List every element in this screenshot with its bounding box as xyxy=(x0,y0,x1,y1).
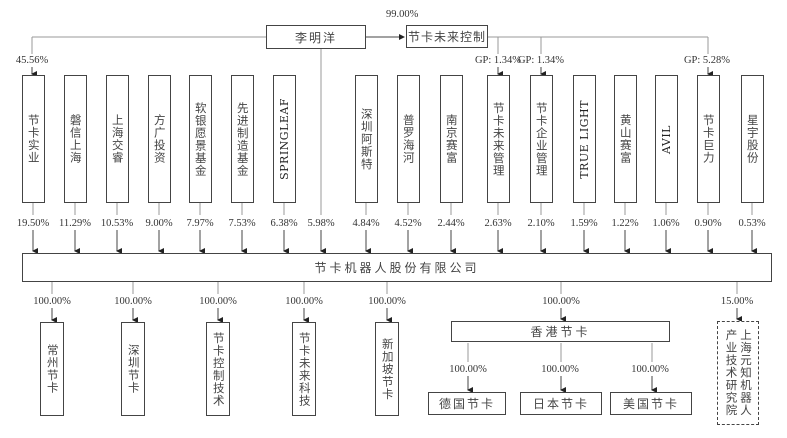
controller-entity-box: 节卡未来控制 xyxy=(406,25,488,48)
subsidiary-share: 100.00% xyxy=(199,296,237,307)
investee-box: 上海元知机器人 产业技术研究院 xyxy=(717,321,759,425)
hk-subsidiary-share: 100.00% xyxy=(631,364,669,375)
hk-subsidiary-child-name: 美国节卡 xyxy=(622,397,679,411)
shareholder-box: 方广投资 xyxy=(147,75,171,203)
shareholding-pct: 6.38% xyxy=(270,218,298,229)
shareholder-box: 磐信上海 xyxy=(63,75,87,203)
hk-subsidiary-child-box: 德国节卡 xyxy=(428,392,506,415)
shareholder-name: 节卡实业 xyxy=(26,114,41,164)
subsidiary-share: 100.00% xyxy=(285,296,323,307)
shareholding-pct: 4.52% xyxy=(394,218,422,229)
shareholding-pct: 2.10% xyxy=(527,218,555,229)
shareholder-name: 磐信上海 xyxy=(68,114,83,164)
subsidiary-share: 100.00% xyxy=(33,296,71,307)
hk-subsidiary-child-name: 德国节卡 xyxy=(438,397,495,411)
hk-subsidiary-child-box: 日本节卡 xyxy=(520,392,602,415)
shareholding-pct: 1.59% xyxy=(570,218,598,229)
shareholding-pct: 11.29% xyxy=(59,218,91,229)
shareholder-box: AVIL xyxy=(654,75,678,203)
controller-name: 李明洋 xyxy=(294,30,337,45)
shareholding-pct: 10.53% xyxy=(100,218,134,229)
shareholding-pct: 2.44% xyxy=(437,218,465,229)
subsidiary-box: 节卡控制技术 xyxy=(206,322,230,416)
gp-share-2: GP: 1.34% xyxy=(517,55,565,66)
shareholder-box: 节卡巨力 xyxy=(696,75,720,203)
shareholding-pct: 7.53% xyxy=(228,218,256,229)
shareholder-box: 深圳阿斯特 xyxy=(354,75,378,203)
shareholder-box: 黄山赛富 xyxy=(613,75,637,203)
hk-subsidiary-child-name: 日本节卡 xyxy=(532,397,589,411)
shareholding-pct: 0.90% xyxy=(694,218,722,229)
shareholding-pct: 7.97% xyxy=(186,218,214,229)
subsidiary-share: 100.00% xyxy=(114,296,152,307)
shareholder-name: 先进制造基金 xyxy=(235,101,250,177)
hk-subsidiary-name: 香港节卡 xyxy=(530,325,591,339)
gp-share-1: GP: 1.34% xyxy=(474,55,522,66)
shareholder-name: SPRINGLEAF xyxy=(277,98,291,180)
shareholder-name: 方广投资 xyxy=(152,114,167,164)
shareholder-box: 软银愿景基金 xyxy=(188,75,212,203)
subsidiary-box: 新加坡节卡 xyxy=(375,322,399,416)
shareholder-box: 上海交睿 xyxy=(105,75,129,203)
hk-subsidiary-box: 香港节卡 xyxy=(451,321,670,342)
shareholder-box: 南京赛富 xyxy=(439,75,463,203)
hk-subsidiary-child-box: 美国节卡 xyxy=(610,392,692,415)
shareholder-box: 星宇股份 xyxy=(740,75,764,203)
subsidiary-box: 节卡未来科技 xyxy=(292,322,316,416)
shareholding-pct: 1.22% xyxy=(611,218,639,229)
gp-share-3: GP: 5.28% xyxy=(683,55,731,66)
shareholder-name: 节卡未来管理 xyxy=(491,101,506,177)
shareholder-name: 星宇股份 xyxy=(745,114,760,164)
investee-name-col2: 产业技术研究院 xyxy=(724,329,739,417)
shareholder-box: 节卡实业 xyxy=(21,75,45,203)
subsidiary-name: 常州节卡 xyxy=(45,344,60,394)
hk-subsidiary-share: 100.00% xyxy=(541,364,579,375)
shareholder-name: 节卡企业管理 xyxy=(534,101,549,177)
company-name: 节卡机器人股份有限公司 xyxy=(314,261,480,275)
shareholder-box: 节卡企业管理 xyxy=(529,75,553,203)
shareholding-pct: 5.98% xyxy=(307,218,335,229)
shareholder-name: TRUE LIGHT xyxy=(577,99,591,179)
subsidiary-box: 常州节卡 xyxy=(40,322,64,416)
controller-entity-name: 节卡未来控制 xyxy=(407,30,486,44)
subsidiary-name: 深圳节卡 xyxy=(126,344,141,394)
shareholding-pct: 4.84% xyxy=(352,218,380,229)
subsidiary-name: 新加坡节卡 xyxy=(380,337,395,401)
controller-entity-share: 99.00% xyxy=(386,9,419,20)
shareholder-box: 先进制造基金 xyxy=(230,75,254,203)
investee-share: 15.00% xyxy=(720,296,754,307)
subsidiary-box: 深圳节卡 xyxy=(121,322,145,416)
shareholding-pct: 9.00% xyxy=(145,218,173,229)
subsidiary-name: 节卡未来科技 xyxy=(297,331,312,407)
shareholder-name: 节卡巨力 xyxy=(701,114,716,164)
controller-box: 李明洋 xyxy=(266,25,366,49)
shareholder-name: AVIL xyxy=(659,124,673,154)
shareholder-name: 上海交睿 xyxy=(110,114,125,164)
shareholder-name: 普罗海河 xyxy=(401,114,416,164)
shareholder-name: 软银愿景基金 xyxy=(193,101,208,177)
shareholder-name: 黄山赛富 xyxy=(618,114,633,164)
shareholder-box: 节卡未来管理 xyxy=(486,75,510,203)
company-box: 节卡机器人股份有限公司 xyxy=(22,253,772,282)
shareholding-pct: 1.06% xyxy=(652,218,680,229)
shareholding-pct: 2.63% xyxy=(484,218,512,229)
controller-link-share: 45.56% xyxy=(15,55,49,66)
hk-subsidiary-share: 100.00% xyxy=(449,364,487,375)
investee-name-col1: 上海元知机器人 xyxy=(739,329,753,417)
shareholder-name: 深圳阿斯特 xyxy=(359,107,374,171)
shareholding-pct: 0.53% xyxy=(738,218,766,229)
subsidiary-name: 节卡控制技术 xyxy=(211,331,226,407)
shareholder-name: 南京赛富 xyxy=(444,114,459,164)
subsidiary-share: 100.00% xyxy=(368,296,406,307)
hk-subsidiary-share: 100.00% xyxy=(542,296,580,307)
shareholder-box: SPRINGLEAF xyxy=(272,75,296,203)
shareholding-pct: 19.50% xyxy=(16,218,50,229)
shareholder-box: TRUE LIGHT xyxy=(572,75,596,203)
shareholder-box: 普罗海河 xyxy=(396,75,420,203)
